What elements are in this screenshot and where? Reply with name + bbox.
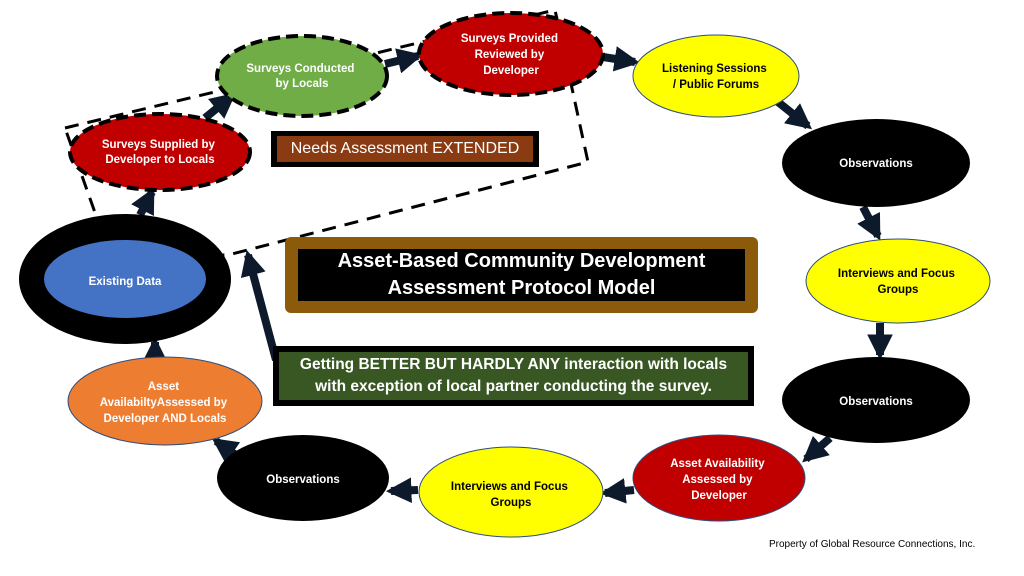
arrow-listening-to-obs1 [775,98,812,130]
svg-text:Asset Availability Asses: Asset Availability Assessed by Developer [670,458,768,502]
title-panel: Asset-Based Community Development Assess… [298,249,745,301]
arrow-provided-to-listening [602,46,641,72]
title-box: Asset-Based Community Development Assess… [285,237,758,313]
node-surveys-supplied: Surveys Supplied by Developer to Locals [68,112,252,192]
title-line-2: Assessment Protocol Model [387,277,656,299]
title-line-1: Asset-Based Community Development [337,250,706,272]
needs-assessment-box: Needs Assessment EXTENDED [271,131,539,167]
svg-text:Surveys Provided Review: Surveys Provided Reviewed by Developer [461,33,561,77]
svg-text:Observations: Observations [266,474,340,486]
node-observations-1: Observations [782,119,970,207]
node-interviews-1: Interviews and Focus Groups [805,238,991,324]
node-asset-availability-developer: Asset Availability Assessed by Developer [632,434,806,522]
needs-assessment-label: Needs Assessment EXTENDED [277,136,533,162]
arrow-supplied-to-conducted [202,92,236,122]
interaction-note-line-1: Getting BETTER BUT HARDLY ANY interactio… [299,356,728,373]
interaction-note-box: Getting BETTER BUT HARDLY ANY interactio… [273,346,754,406]
arrow-asset-developer-to-interviews2 [599,478,635,504]
interaction-note-line-2: with exception of local partner conducti… [315,378,712,395]
arrow-obs2-to-asset-developer [802,434,833,463]
svg-text:Surveys Supplied by Deve: Surveys Supplied by Developer to Locals [102,139,218,166]
svg-text:Observations: Observations [839,158,913,170]
interaction-note-panel: Getting BETTER BUT HARDLY ANY interactio… [279,352,748,400]
node-surveys-conducted: Surveys Conducted by Locals [215,34,389,118]
arrow-interviews2-to-obs3 [385,477,419,504]
arrow-conducted-to-provided [384,48,423,74]
node-observations-2: Observations [782,357,970,443]
node-observations-3: Observations [217,435,389,521]
arrow-existing-to-supplied [131,187,156,217]
node-surveys-provided: Surveys Provided Reviewed by Developer [417,11,605,97]
copyright-footer: Property of Global Resource Connections,… [769,539,976,550]
svg-text:Asset AvailabiltyAssesse: Asset AvailabiltyAssessed by Developer A… [100,381,231,425]
svg-text:Interviews and Focus Gro: Interviews and Focus Groups [451,481,571,509]
node-asset-availability-both: Asset AvailabiltyAssessed by Developer A… [67,356,263,446]
arrow-obs1-to-interviews1 [857,205,882,241]
node-listening-sessions: Listening Sessions / Public Forums [632,34,800,118]
node-existing-data: Existing Data [19,214,231,344]
svg-text:Surveys Conducted by Loc: Surveys Conducted by Locals [246,63,357,90]
svg-text:Interviews and Focus Gro: Interviews and Focus Groups [838,268,958,296]
existing-data-label: Existing Data [89,276,162,288]
arrow-obs3-to-asset-both [211,437,241,464]
node-interviews-2: Interviews and Focus Groups [418,446,604,538]
svg-text:Observations: Observations [839,396,913,408]
svg-text:Listening Sessions / Pub: Listening Sessions / Public Forums [662,63,770,91]
arrow-getting-to-existing [240,250,280,362]
